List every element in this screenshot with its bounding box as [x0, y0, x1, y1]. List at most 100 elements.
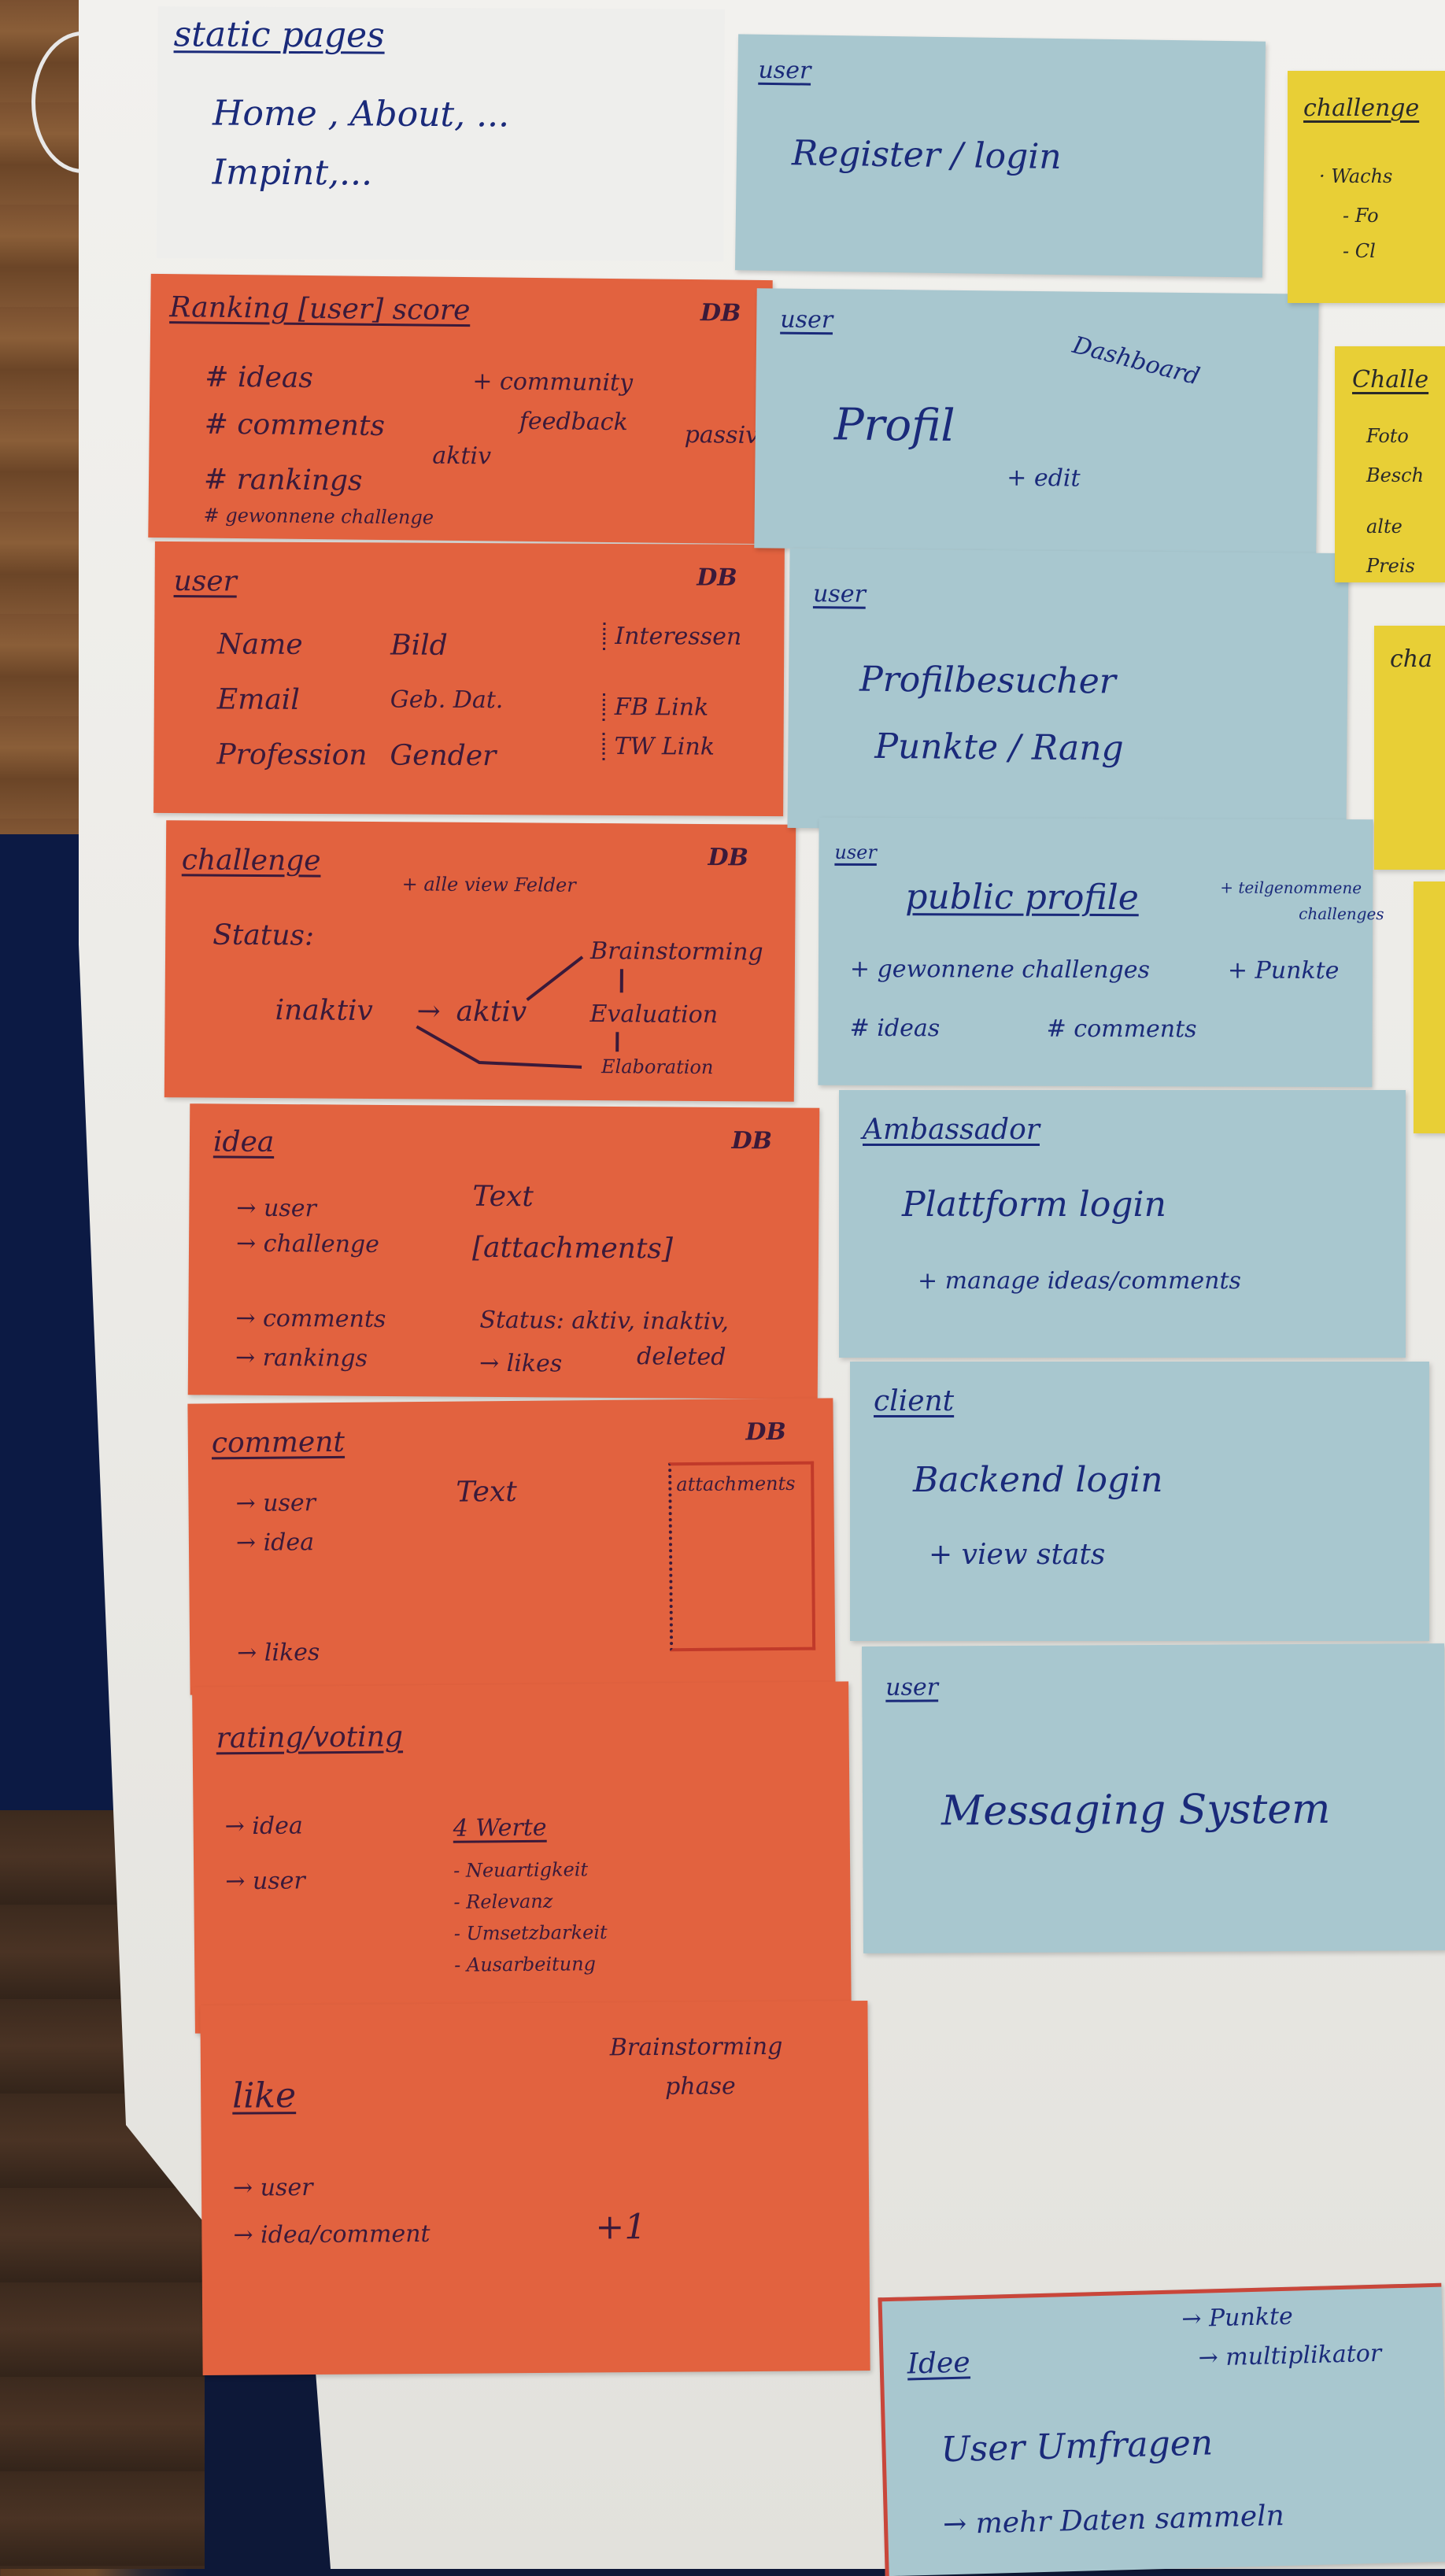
- note-line: Plattform login: [902, 1185, 1166, 1225]
- note-line: + Punkte: [1227, 956, 1340, 985]
- note-line: # ideas: [849, 1014, 941, 1043]
- note-profil: user Dashboard Profil + edit: [754, 288, 1319, 554]
- note-yellow-challenge-2: Challe Foto Besch alte Preis: [1335, 346, 1445, 582]
- attachments-box: attachments: [668, 1461, 816, 1652]
- note-line: Profil: [833, 399, 955, 452]
- note-line: # comments: [204, 408, 386, 442]
- note-line: Email: [216, 683, 300, 716]
- note-line: → idea: [235, 1528, 315, 1558]
- note-line: User Umfragen: [940, 2423, 1214, 2471]
- note-title: challenge: [1303, 94, 1420, 122]
- note-line: → challenge: [235, 1229, 380, 1258]
- note-line: # comments: [1046, 1015, 1197, 1044]
- note-line: Messaging System: [941, 1785, 1331, 1835]
- note-title: Idee: [907, 2346, 971, 2381]
- note-line: Dashboard: [1070, 331, 1203, 391]
- note-line: + community: [472, 368, 634, 397]
- note-line: Impint,...: [212, 152, 373, 194]
- note-line: → rankings: [235, 1343, 368, 1373]
- note-line: - Fo: [1343, 205, 1379, 227]
- note-title: comment: [211, 1425, 346, 1460]
- note-line: passiv: [684, 420, 759, 449]
- note-title: public profile: [905, 877, 1139, 918]
- note-register: user Register / login: [734, 34, 1266, 278]
- note-public-profile: user public profile + teilgenommene chal…: [818, 817, 1384, 1088]
- note-line: Besch: [1366, 464, 1425, 486]
- note-line: - Relevanz: [453, 1890, 553, 1913]
- note-line: → Punkte: [1181, 2302, 1294, 2334]
- note-like: like Brainstorming phase → user → idea/c…: [200, 2001, 870, 2375]
- note-line: - Umsetzbarkeit: [453, 1921, 608, 1945]
- note-line: deleted: [636, 1343, 726, 1371]
- note-line: Geb. Dat.: [390, 686, 504, 715]
- note-line: → comments: [235, 1304, 386, 1333]
- note-line: Bild: [390, 629, 448, 662]
- note-line: Profilbesucher: [859, 659, 1117, 702]
- note-title: user: [173, 565, 237, 598]
- note-title: idea: [213, 1125, 275, 1159]
- note-line: → idea/comment: [233, 2219, 431, 2249]
- note-line: Backend login: [913, 1460, 1163, 1500]
- note-line: Interessen: [603, 622, 742, 651]
- note-rating: rating/voting → idea → user 4 Werte - Ne…: [192, 1681, 852, 2034]
- note-line: # rankings: [203, 463, 363, 497]
- note-line: FB Link: [602, 693, 709, 722]
- note-line: Text: [472, 1180, 534, 1214]
- note-tag: user: [885, 1673, 939, 1702]
- note-line: +1: [595, 2207, 647, 2248]
- note-line: Brainstorming: [609, 2032, 783, 2062]
- note-line: + view stats: [929, 1539, 1106, 1571]
- note-static-pages: static pages Home , About, ... Impint,..…: [157, 6, 725, 261]
- note-yellow-challenge: challenge · Wachs - Fo - Cl: [1288, 71, 1445, 303]
- note-tag: user: [834, 841, 877, 864]
- note-line: Status: aktiv, inaktiv,: [479, 1306, 730, 1336]
- note-ambassador: Ambassador Plattform login + manage idea…: [839, 1090, 1406, 1358]
- note-client: client Backend login + view stats: [850, 1362, 1429, 1641]
- note-line: · Wachs: [1319, 165, 1393, 187]
- note-line: # gewonnene challenge: [203, 504, 434, 529]
- note-line: + gewonnene challenges: [849, 955, 1150, 985]
- note-line: Foto: [1366, 425, 1409, 447]
- note-line: → multiplikator: [1198, 2339, 1382, 2372]
- note-line: - Cl: [1343, 240, 1376, 262]
- note-tag: user: [758, 56, 811, 85]
- note-idea: idea DB → user → challenge Text [attachm…: [187, 1103, 820, 1399]
- db-label: DB: [700, 299, 741, 327]
- note-line: Name: [217, 628, 303, 661]
- note-messaging: user Messaging System: [861, 1643, 1445, 1953]
- note-title: like: [231, 2075, 297, 2116]
- note-line: alte: [1366, 516, 1402, 538]
- note-line: - Neuartigkeit: [453, 1858, 589, 1882]
- note-line: phase: [664, 2072, 736, 2101]
- note-line: feedback: [519, 407, 628, 437]
- note-yellow-challenge-3: cha: [1374, 626, 1445, 870]
- note-line: Punkte / Rang: [874, 726, 1124, 769]
- note-line: TW Link: [602, 732, 715, 761]
- challenge-flow-arrows: [416, 955, 623, 1069]
- note-line: → user: [232, 2173, 313, 2202]
- note-line: Text: [456, 1475, 517, 1509]
- note-line: → mehr Daten sammeln: [942, 2500, 1285, 2541]
- note-line: + teilgenommene: [1220, 878, 1362, 898]
- note-title: Challe: [1352, 366, 1429, 394]
- note-line: challenges: [1299, 904, 1384, 924]
- note-title: cha: [1390, 645, 1433, 673]
- note-line: Gender: [390, 739, 497, 773]
- note-comment: comment DB → user → idea Text → likes at…: [187, 1398, 836, 1695]
- note-line: Register / login: [791, 133, 1062, 178]
- note-line: attachments: [676, 1472, 796, 1496]
- note-line: → idea: [224, 1812, 303, 1841]
- note-line: - Ausarbeitung: [454, 1953, 597, 1976]
- note-line: aktiv: [432, 442, 492, 471]
- note-line: → user: [236, 1194, 316, 1223]
- note-tag: user: [780, 305, 833, 334]
- note-ranking: Ranking [user] score DB # ideas # commen…: [148, 273, 773, 545]
- note-yellow-partial: [1414, 881, 1445, 1133]
- note-line: # ideas: [205, 360, 314, 395]
- note-title: Ambassador: [863, 1114, 1040, 1146]
- db-label: DB: [731, 1127, 773, 1155]
- note-idee: Idee → Punkte → multiplikator User Umfra…: [878, 2282, 1445, 2576]
- note-profilbesucher: user Profilbesucher Punkte / Rang: [787, 548, 1349, 833]
- note-line: 4 Werte: [453, 1813, 547, 1842]
- note-line: → user: [225, 1867, 305, 1896]
